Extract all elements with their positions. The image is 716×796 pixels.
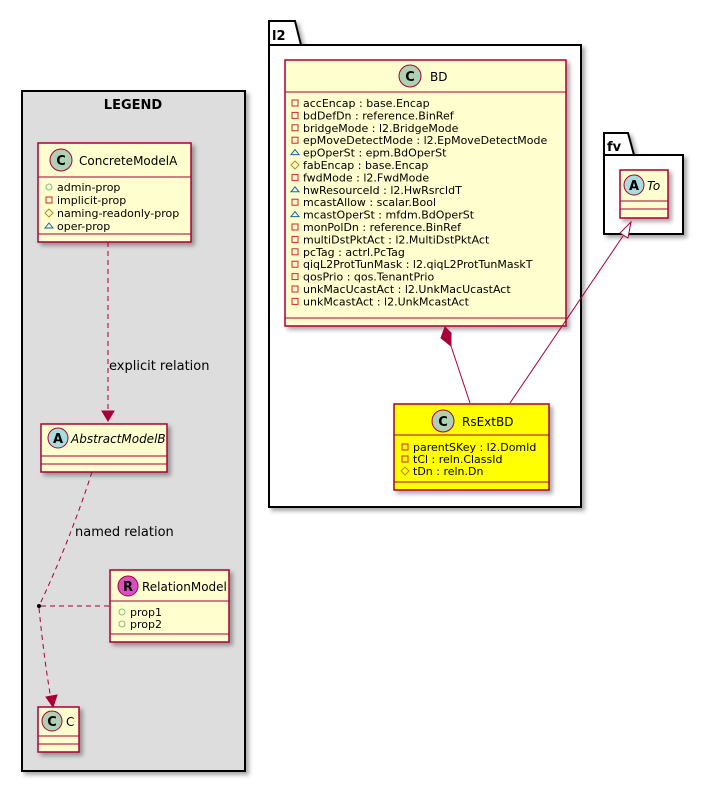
package-visibility-icon: [43, 222, 55, 229]
attribute-text: admin-prop: [57, 181, 120, 194]
class-glyph-icon: [398, 64, 422, 88]
class-glyph-icon: [431, 409, 455, 433]
composition-bd-rsextbd: [440, 326, 471, 404]
class-name: RelationModel: [142, 580, 227, 594]
private-visibility-icon: [291, 297, 299, 305]
attribute-text: accEncap : base.Encap: [303, 97, 430, 110]
class-glyph-letter: C: [47, 715, 57, 730]
class-concrete-model-a[interactable]: C ConcreteModelA admin-propimplicit-prop…: [37, 142, 192, 243]
abstract-glyph-icon: [623, 174, 645, 196]
class-glyph-icon: [41, 710, 63, 732]
generalization-rsextbd-to: [509, 220, 632, 404]
private-visibility-icon: [291, 99, 299, 107]
attribute-text: mcastAllow : scalar.Bool: [303, 196, 436, 209]
package-name: l2: [272, 29, 286, 44]
attribute-text: bridgeMode : l2.BridgeMode: [303, 122, 459, 135]
package-visibility-icon: [289, 185, 301, 193]
private-visibility-icon: [401, 443, 409, 451]
package-visibility-icon: [289, 148, 301, 156]
attribute-text: naming-readonly-prop: [57, 207, 179, 220]
class-name: To: [647, 179, 660, 193]
attribute-text: qosPrio : qos.TenantPrio: [303, 271, 434, 284]
explicit-relation-label: explicit relation: [109, 359, 209, 374]
attribute-text: unkMacUcastAct : l2.UnkMacUcastAct: [303, 283, 511, 296]
class-to[interactable]: A To: [619, 169, 669, 219]
attribute-text: tDn : reln.Dn: [413, 465, 483, 478]
class-glyph-letter: R: [123, 580, 133, 595]
attribute-text: epMoveDetectMode : l2.EpMoveDetectMode: [303, 134, 547, 147]
relation-glyph-icon: [117, 575, 139, 597]
relation-explicit: explicit relation: [101, 242, 209, 422]
attribute-text: parentSKey : l2.DomId: [413, 441, 536, 454]
class-glyph-icon: [49, 148, 73, 172]
public-visibility-icon: [45, 183, 53, 191]
private-visibility-icon: [291, 223, 299, 231]
private-visibility-icon: [291, 111, 299, 119]
package-visibility-icon: [289, 210, 301, 218]
private-visibility-icon: [291, 260, 299, 268]
public-visibility-icon: [118, 620, 126, 628]
class-abstract-model-b[interactable]: A AbstractModelB: [40, 423, 168, 473]
private-visibility-icon: [45, 196, 53, 204]
legend-title: LEGEND: [104, 98, 163, 113]
class-glyph-letter: C: [56, 154, 66, 169]
attribute-text: fabEncap : base.Encap: [303, 159, 428, 172]
class-name: ConcreteModelA: [79, 154, 178, 168]
attribute-text: monPolDn : reference.BinRef: [303, 221, 462, 234]
relation-named: named relation: [37, 471, 174, 709]
private-visibility-icon: [291, 198, 299, 206]
protected-visibility-icon: [290, 160, 300, 170]
inheritance-triangle-icon: [619, 220, 632, 239]
private-visibility-icon: [401, 455, 409, 463]
class-name: BD: [430, 70, 447, 84]
arrow-head-icon: [101, 410, 115, 422]
private-visibility-icon: [291, 248, 299, 256]
class-name: AbstractModelB: [70, 432, 166, 446]
class-glyph-letter: A: [629, 179, 639, 194]
class-glyph-letter: C: [438, 415, 448, 430]
class-name: RsExtBD: [462, 415, 513, 429]
attribute-text: prop1: [130, 606, 162, 619]
private-visibility-icon: [291, 273, 299, 281]
private-visibility-icon: [291, 235, 299, 243]
attribute-text: oper-prop: [57, 220, 110, 233]
private-visibility-icon: [291, 136, 299, 144]
public-visibility-icon: [118, 608, 126, 616]
attr-list: admin-propimplicit-propnaming-readonly-p…: [43, 181, 179, 233]
abstract-glyph-icon: [47, 427, 69, 449]
private-visibility-icon: [291, 124, 299, 132]
protected-visibility-icon: [44, 208, 54, 218]
attribute-text: qiqL2ProtTunMask : l2.qiqL2ProtTunMaskT: [303, 258, 533, 271]
attribute-text: unkMcastAct : l2.UnkMcastAct: [303, 295, 470, 308]
class-glyph-letter: A: [53, 432, 63, 447]
class-name: C: [66, 715, 74, 729]
package-name: fv: [607, 140, 622, 155]
protected-visibility-icon: [400, 466, 410, 476]
private-visibility-icon: [291, 173, 299, 181]
arrow-head-icon: [45, 694, 58, 709]
named-relation-label: named relation: [75, 525, 174, 540]
private-visibility-icon: [291, 285, 299, 293]
attribute-text: bdDefDn : reference.BinRef: [303, 109, 455, 122]
attribute-text: hwResourceId : l2.HwRsrcIdT: [303, 184, 462, 197]
attribute-text: tCl : reln.ClassId: [413, 453, 503, 466]
association-point: [37, 604, 41, 608]
attribute-text: prop2: [130, 618, 162, 631]
class-c[interactable]: C C: [37, 706, 80, 753]
attribute-text: pcTag : actrl.PcTag: [303, 246, 405, 259]
attribute-text: epOperSt : epm.BdOperSt: [303, 147, 447, 160]
attribute-text: fwdMode : l2.FwdMode: [303, 171, 429, 184]
attribute-text: multiDstPktAct : l2.MultiDstPktAct: [303, 233, 490, 246]
composition-diamond-icon: [440, 326, 452, 348]
class-glyph-letter: C: [405, 70, 415, 85]
attribute-text: implicit-prop: [57, 194, 126, 207]
attribute-text: mcastOperSt : mfdm.BdOperSt: [303, 209, 475, 222]
